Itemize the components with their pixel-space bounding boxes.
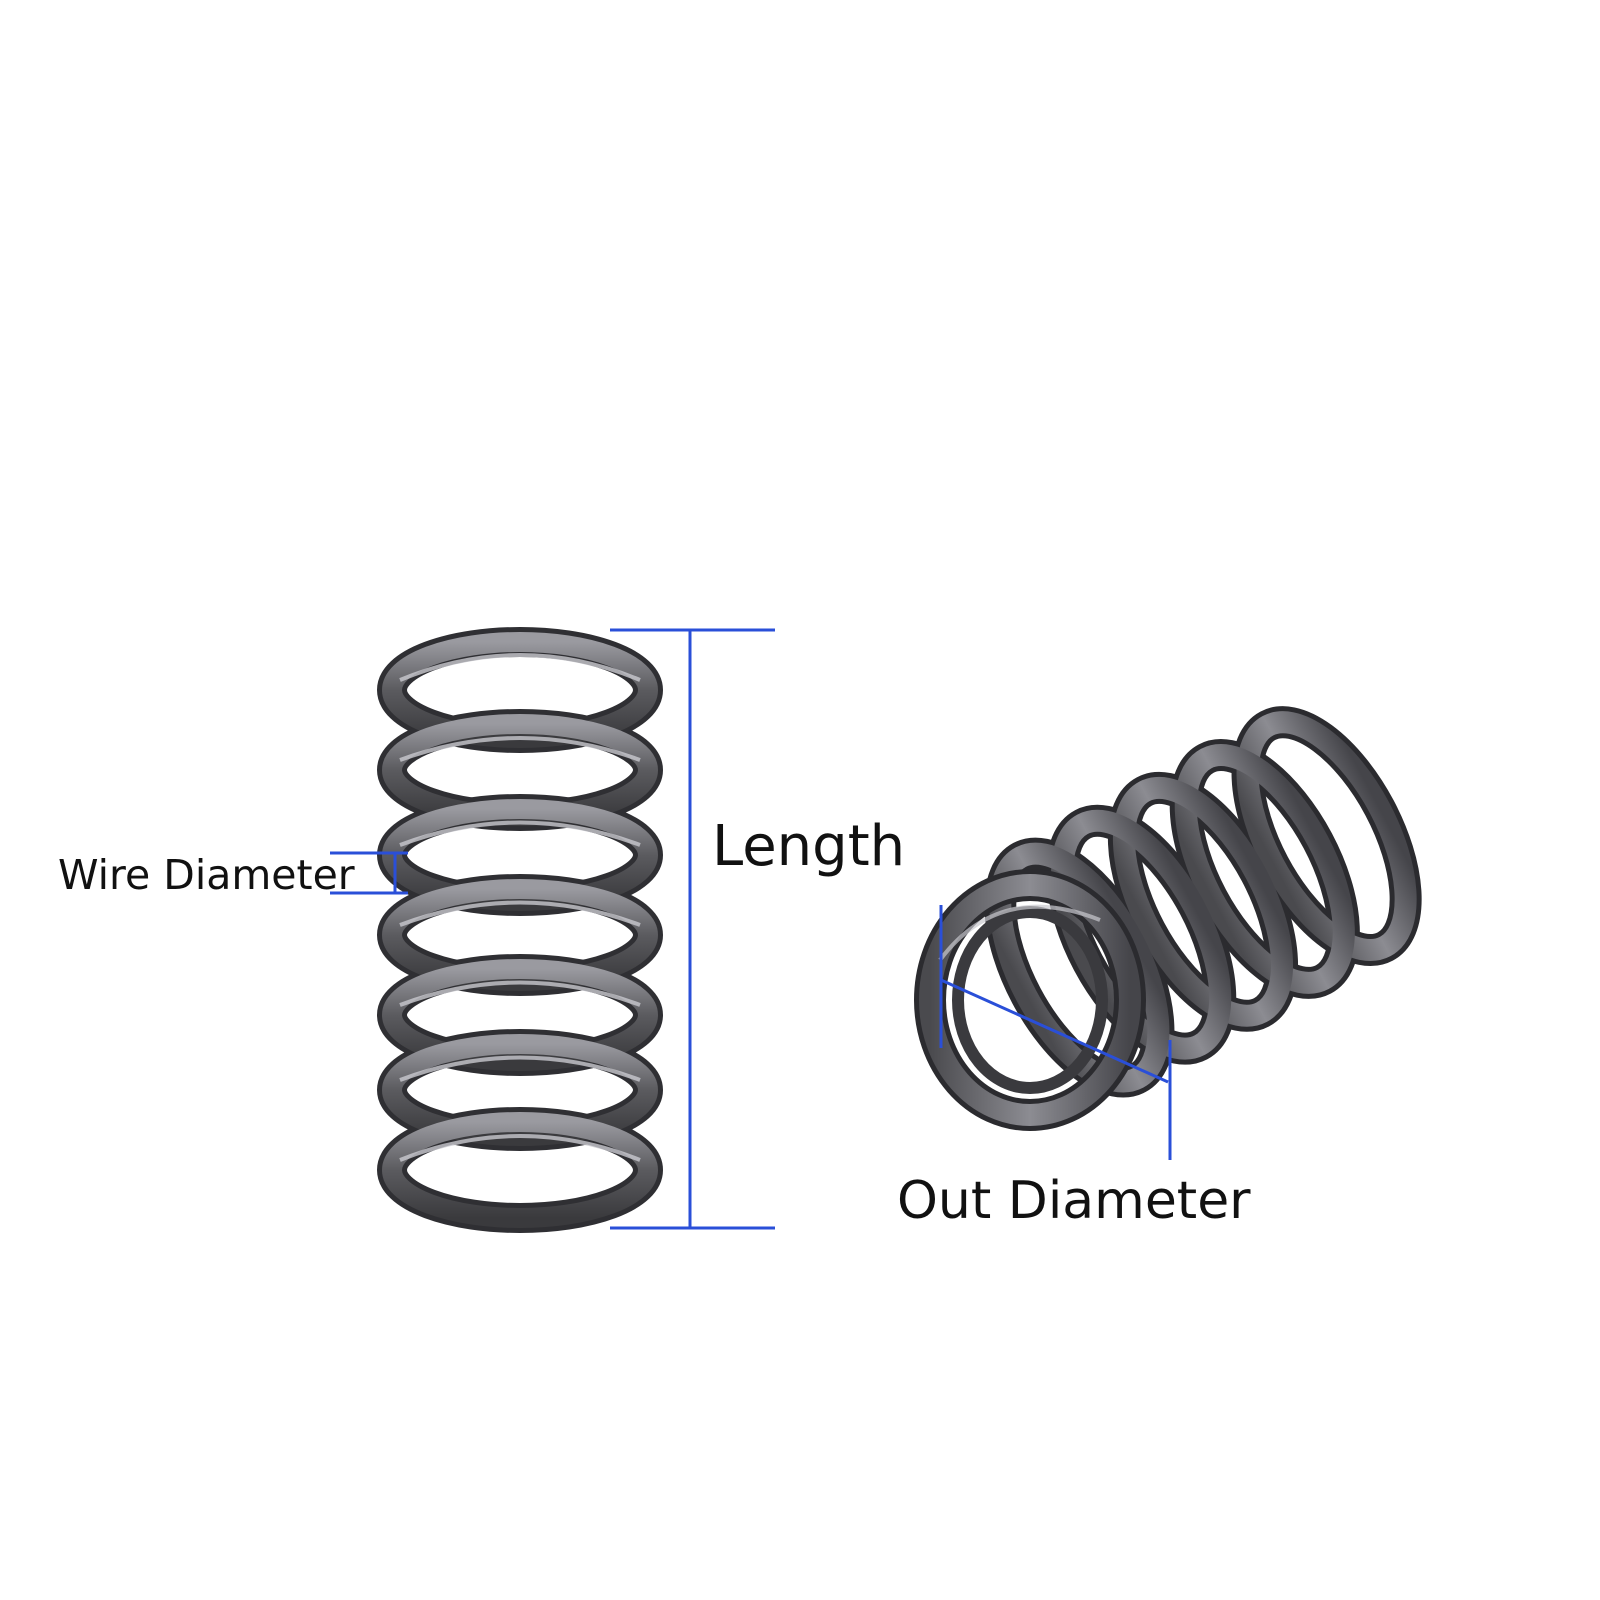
out-diameter-label: Out Diameter <box>897 1171 1251 1231</box>
out-diameter-diagonal-line <box>940 978 1169 1084</box>
tilted-compression-spring <box>914 706 1422 1131</box>
wire-diameter-label: Wire Diameter <box>58 851 355 899</box>
length-label: Length <box>712 814 905 879</box>
dimension-lines <box>330 628 1172 1230</box>
vertical-compression-spring <box>377 627 663 1233</box>
